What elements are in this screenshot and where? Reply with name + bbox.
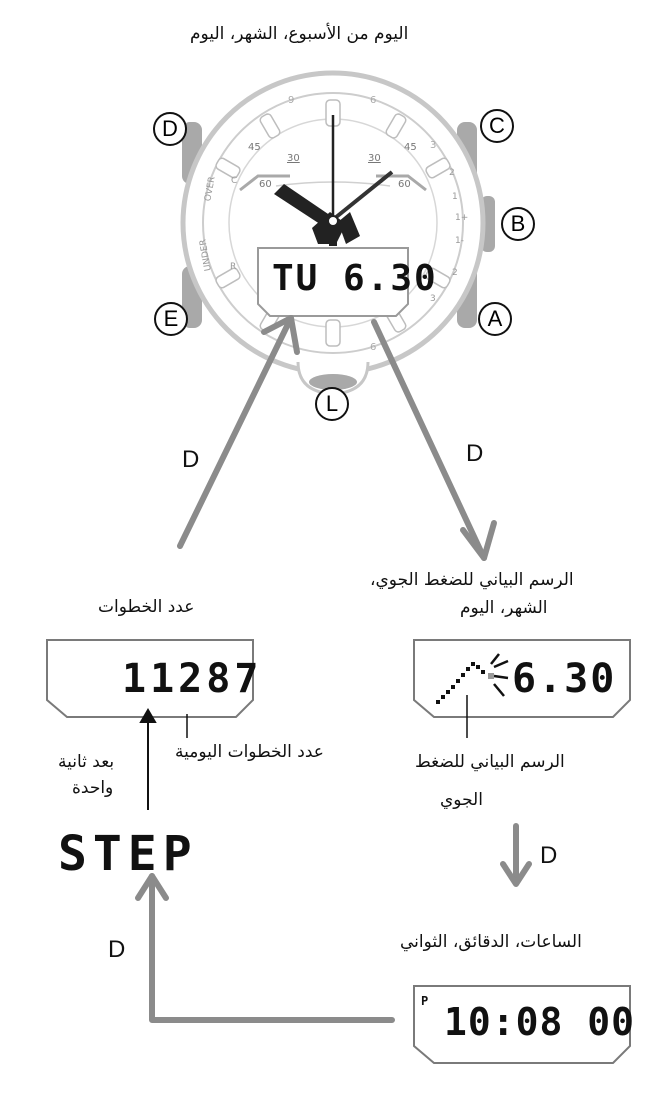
- arrow-d-label-4: D: [108, 936, 126, 963]
- hand-pivot: [327, 215, 339, 227]
- hour-hand: [274, 184, 334, 228]
- arrow-d-label-3: D: [540, 842, 558, 869]
- arrowhead-baro: [460, 520, 497, 561]
- bezel-left-45: 45: [248, 142, 261, 153]
- bezel-r1minus: 1-: [455, 236, 464, 246]
- bezel-top-6: 6: [370, 95, 377, 106]
- time-lcd-window: [413, 985, 631, 1064]
- baro-lcd-window: [413, 639, 631, 718]
- one-second-arrow: [139, 708, 157, 810]
- daily-steps-label: عدد الخطوات اليومية: [175, 742, 324, 762]
- arrow-to-baro: [371, 319, 487, 561]
- button-l-label: L: [325, 391, 339, 416]
- watch-illustration: [180, 70, 495, 396]
- arrow-to-main: [177, 319, 292, 549]
- button-a-label: A: [487, 306, 503, 331]
- time-title: الساعات، الدقائق، الثواني: [400, 932, 582, 952]
- arrowhead-main: [261, 315, 300, 355]
- time-pm-indicator: P: [421, 994, 429, 1008]
- step-word: STEP: [58, 826, 198, 882]
- arrow-d-label-1: D: [182, 446, 200, 473]
- bezel-right-60: 60: [398, 179, 411, 190]
- after-one-sec-line1: بعد ثانية: [58, 752, 115, 772]
- baro-graph-line1: الرسم البياني للضغط: [415, 752, 565, 772]
- bezel-top-9: 9: [288, 95, 295, 106]
- baro-blink-marks: [490, 653, 509, 697]
- bezel-c: C: [231, 176, 238, 186]
- bezel-r3b: 3: [430, 294, 436, 304]
- bezel-r1a: 1: [452, 192, 458, 202]
- left-gauge-line: [239, 174, 290, 192]
- baro-title-line1: الرسم البياني للضغط الجوي،: [370, 570, 574, 590]
- button-b-label: B: [510, 211, 526, 236]
- bezel-r1plus: 1+: [455, 213, 469, 223]
- bezel-r2b: 2: [452, 268, 458, 278]
- second-hand-tail: [329, 226, 337, 246]
- button-d-label: D: [162, 116, 178, 141]
- hand-hub-right: [338, 212, 360, 244]
- arrowhead-step: [135, 873, 169, 901]
- bezel-left-60: 60: [259, 179, 272, 190]
- button-letter-circles: [153, 109, 535, 421]
- time-lcd-text: 10:08 00: [444, 1000, 636, 1044]
- baro-current-point: [488, 673, 494, 679]
- bezel-bottom-6: 6: [370, 342, 377, 353]
- bezel-r2a: 2: [449, 168, 455, 178]
- bezel-r: R: [230, 262, 237, 272]
- steps-lcd-window: [46, 639, 254, 718]
- main-lcd-window: [257, 247, 409, 317]
- bezel-top-3: 3: [430, 140, 437, 151]
- main-lcd-text: TU 6.30: [272, 258, 438, 299]
- bezel-left-30: 30: [287, 153, 300, 164]
- steps-title: عدد الخطوات: [98, 597, 195, 617]
- button-e-label: E: [163, 306, 179, 331]
- after-one-sec-line2: واحدة: [72, 778, 114, 798]
- top-label: اليوم من الأسبوع، الشهر، اليوم: [190, 24, 409, 44]
- mode-arrows: [135, 315, 532, 1023]
- watch-bezel: [202, 92, 464, 354]
- bezel-right-30: 30: [368, 153, 381, 164]
- light-button[interactable]: [309, 374, 357, 390]
- steps-lcd-text: 11287: [122, 656, 263, 702]
- arrowhead-time: [500, 861, 532, 887]
- button-c-label: C: [489, 113, 505, 138]
- bezel-right-45: 45: [404, 142, 417, 153]
- minute-hand: [333, 170, 394, 220]
- baro-lcd-date: 6.30: [512, 656, 617, 702]
- baro-dot-graph: [436, 662, 485, 704]
- arrow-to-step: [149, 873, 395, 1023]
- arrow-d-label-2: D: [466, 440, 484, 467]
- baro-graph-line2: الجوي: [440, 790, 483, 810]
- baro-title-line2: الشهر، اليوم: [460, 598, 548, 618]
